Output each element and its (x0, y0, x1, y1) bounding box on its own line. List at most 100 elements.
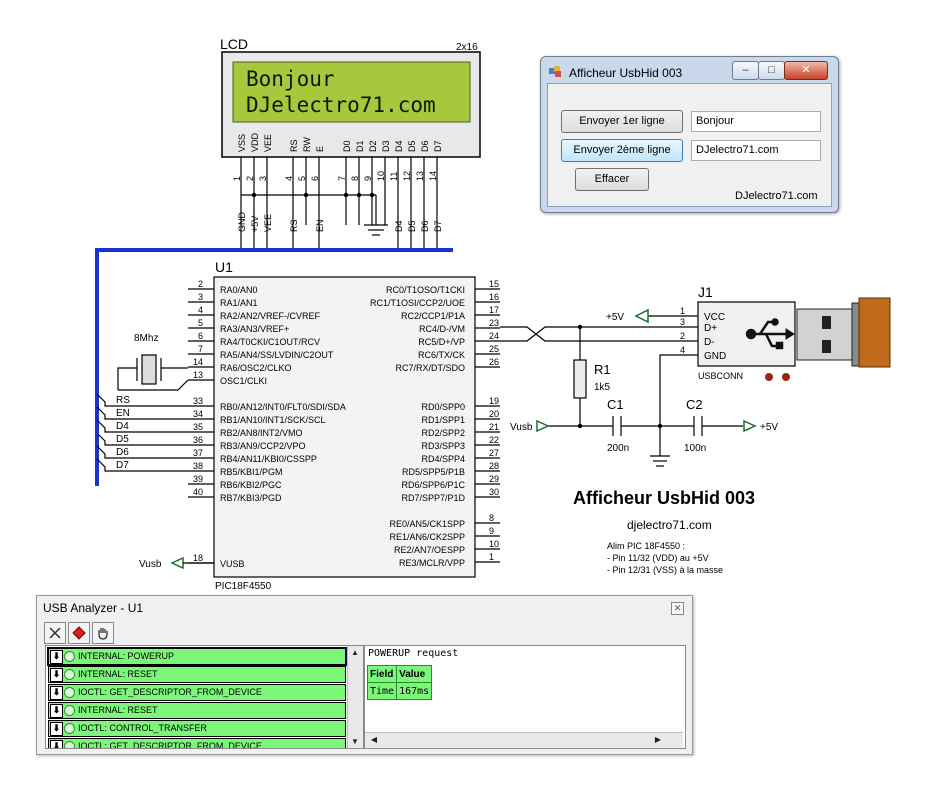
list-scrollbar[interactable]: ▲ ▼ (347, 646, 363, 748)
info-note-1: Alim PIC 18F4550 : (607, 541, 685, 551)
detail-scrollbar[interactable]: ◀ ▶ (365, 732, 683, 748)
lcd-pin-name: VEE (263, 134, 273, 152)
lcd-bus-label: EN (315, 219, 325, 232)
lcd-pin-name: D5 (407, 140, 417, 152)
detail-header-field: Field (366, 665, 398, 683)
lcd-pin-name: VDD (250, 132, 260, 152)
status-led-icon (64, 669, 75, 680)
lcd-pin-number: 14 (428, 171, 438, 181)
clear-log-icon[interactable] (44, 622, 66, 644)
mcu-pin-name: RC0/T1OSO/T1CKI (386, 285, 465, 295)
c1-value: 200n (607, 443, 629, 454)
list-item[interactable]: ⬇IOCTL: GET_DESCRIPTOR_FROM_DEVICE (48, 684, 346, 701)
lcd-wiring (241, 194, 388, 236)
j1-designator: J1 (698, 284, 713, 300)
lcd-bus-label: GND (237, 212, 247, 233)
list-item[interactable]: ⬇IOCTL: GET_DESCRIPTOR_FROM_DEVICE (48, 738, 346, 748)
mcu-pin-number: 21 (489, 422, 499, 432)
analyzer-close-icon[interactable]: ✕ (671, 602, 684, 615)
mcu-pin-name: RC5/D+/VP (418, 337, 465, 347)
j1-pin-name: VCC (704, 312, 725, 323)
lcd-pin-number: 10 (376, 171, 386, 181)
hand-icon[interactable] (92, 622, 114, 644)
list-item[interactable]: ⬇INTERNAL: RESET (48, 666, 346, 683)
info-note-2: - Pin 11/32 (VDD) au +5V (607, 553, 709, 563)
send-line2-button[interactable]: Envoyer 2ème ligne (561, 139, 683, 162)
list-item[interactable]: ⬇INTERNAL: POWERUP (47, 647, 347, 666)
list-item[interactable]: ⬇INTERNAL: RESET (48, 702, 346, 719)
led-icon (765, 373, 773, 381)
lcd-pin-name: D4 (394, 140, 404, 152)
lcd-line-2: DJelectro71.com (246, 93, 436, 117)
mcu-pin-name: RC1/T1OSI/CCP2/UOE (370, 298, 465, 308)
lcd-pin-number: 8 (350, 176, 360, 181)
scroll-left-icon[interactable]: ◀ (370, 735, 378, 744)
clear-button[interactable]: Effacer (575, 168, 649, 191)
mcu-pin-number: 3 (198, 292, 203, 302)
lcd-title: LCD (220, 36, 248, 52)
send-line1-button[interactable]: Envoyer 1er ligne (561, 110, 683, 133)
status-led-icon (64, 687, 75, 698)
detail-table: Field Value Time 167ms (366, 665, 433, 700)
lcd-screen (232, 61, 471, 123)
mcu-pin-number: 20 (489, 409, 499, 419)
r1-designator: R1 (594, 362, 611, 377)
mcu-pin-number: 15 (489, 279, 499, 289)
analyzer-event-list[interactable]: ⬇INTERNAL: POWERUP⬇INTERNAL: RESET⬇IOCTL… (45, 645, 364, 749)
mcu-pin-number: 40 (193, 487, 203, 497)
rb-net-wire (96, 393, 188, 407)
mcu-pin-name: RB1/AN10/INT1/SCK/SCL (220, 415, 326, 425)
scroll-right-icon[interactable]: ▶ (654, 735, 662, 744)
lcd-pins: VSS1VDD2VEE3RS4RW5E6D07D18D29D310D411D51… (232, 132, 443, 225)
down-arrow-icon: ⬇ (50, 686, 63, 700)
rb-net-wire (96, 458, 188, 472)
mcu-pin-number: 29 (489, 474, 499, 484)
window-titlebar[interactable]: Afficheur UsbHid 003 ‒ □ ✕ (541, 57, 838, 85)
crystal-label: 8Mhz (134, 333, 158, 344)
mcu-pin-number: 37 (193, 448, 203, 458)
lcd-bus-label: D5 (407, 220, 417, 232)
j1-pin-number: 2 (680, 331, 685, 341)
scroll-down-icon[interactable]: ▼ (351, 737, 359, 746)
mcu-pin-name: RA3/AN3/VREF+ (220, 324, 289, 334)
list-item-label: INTERNAL: RESET (78, 705, 158, 715)
usb-plug-icon (796, 297, 891, 368)
rb-net-wire (96, 432, 188, 446)
r1-value: 1k5 (594, 382, 611, 393)
mcu-pin-number: 25 (489, 344, 499, 354)
scroll-up-icon[interactable]: ▲ (351, 648, 359, 657)
line2-field[interactable]: DJelectro71.com (691, 140, 821, 161)
mcu-pin-number: 26 (489, 357, 499, 367)
list-item[interactable]: ⬇IOCTL: CONTROL_TRANSFER (48, 720, 346, 737)
info-site: djelectro71.com (627, 518, 712, 532)
lcd-bus-label: D6 (420, 220, 430, 232)
lcd-pin-name: D6 (420, 140, 430, 152)
lcd-bus-label: RS (289, 219, 299, 232)
mcu-pin-number: 8 (489, 513, 494, 523)
usb-junctions (577, 324, 663, 429)
mcu-pin-number: 35 (193, 422, 203, 432)
mcu-pin-name: RB6/KBI2/PGC (220, 480, 282, 490)
rb-net-wire (96, 419, 188, 433)
c2-designator: C2 (686, 397, 703, 412)
mcu-pin-name: RE3/MCLR/VPP (399, 558, 465, 568)
mcu-pin-name: RE2/AN7/OESPP (394, 545, 465, 555)
mcu-pin-name: RB3/AN9/CCP2/VPO (220, 441, 306, 451)
list-item-label: INTERNAL: RESET (78, 669, 158, 679)
stop-icon[interactable] (68, 622, 90, 644)
maximize-icon[interactable]: □ (758, 61, 785, 80)
lcd-pin-number: 3 (258, 176, 268, 181)
lcd-pin-name: D2 (368, 140, 378, 152)
mcu-pin-name: VUSB (220, 559, 245, 569)
minimize-icon[interactable]: ‒ (732, 61, 759, 80)
mcu-pin-name: RD6/SPP6/P1C (401, 480, 465, 490)
rb-net-label: D6 (116, 447, 129, 458)
line1-field[interactable]: Bonjour (691, 111, 821, 132)
status-led-icon (64, 741, 75, 748)
analyzer-detail-panel: POWERUP request Field Value Time 167ms ◀… (364, 645, 686, 749)
vusb-net-label: Vusb (510, 422, 533, 433)
rb-net-label: D5 (116, 434, 129, 445)
lcd-bus-label: D7 (433, 220, 443, 232)
close-icon[interactable]: ✕ (784, 61, 828, 80)
